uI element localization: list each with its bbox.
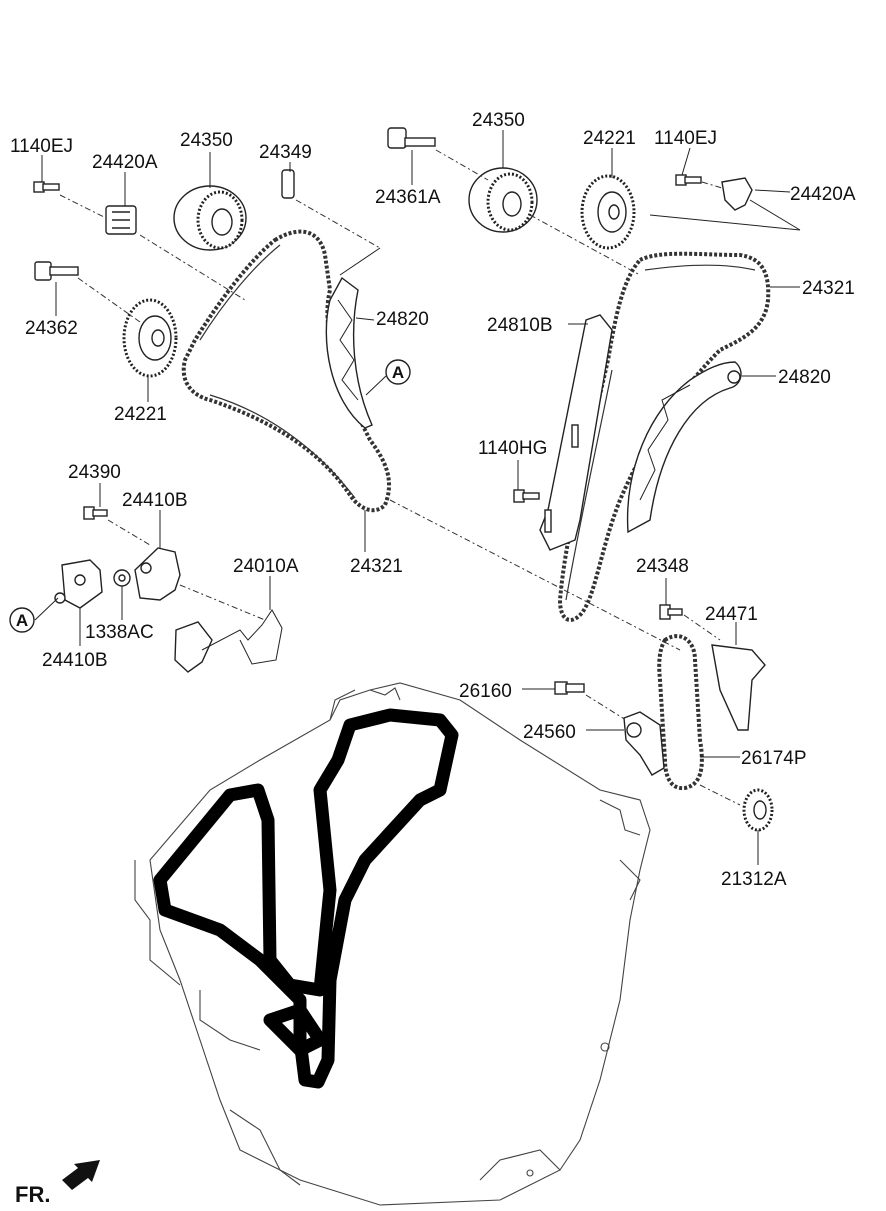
bolt-1140EJ-right: [675, 174, 723, 189]
oil-pump-sprocket-21312A: [742, 788, 774, 832]
tensioner-arm-24820-right: [626, 361, 742, 534]
label-24321-right: 24321: [802, 278, 855, 299]
engine-timing-outline: [153, 708, 459, 1089]
callout-a-left: A: [9, 607, 35, 633]
chain-guide-24810B: [539, 314, 613, 551]
chain-tensioner-24471: [711, 644, 766, 731]
label-24810B: 24810B: [487, 315, 553, 336]
label-1140HG: 1140HG: [478, 438, 547, 459]
cam-sprocket-24350-left: [173, 185, 247, 251]
front-orientation: FR.: [15, 1160, 100, 1207]
nut-1338AC: [113, 569, 131, 587]
label-26174P: 26174P: [741, 748, 807, 769]
bolt-24361A: [387, 127, 641, 276]
label-24361A: 24361A: [375, 187, 441, 208]
label-24560: 24560: [523, 722, 576, 743]
label-24420A-left: 24420A: [92, 152, 158, 173]
bolt-26160: [554, 681, 627, 721]
label-1140EJ-right: 1140EJ: [654, 128, 717, 149]
label-26160: 26160: [459, 681, 512, 702]
tensioner-24560: [623, 711, 665, 776]
bolt-24362: [34, 261, 141, 323]
leader-lines: [34, 130, 800, 865]
label-24471: 24471: [705, 604, 758, 625]
callout-a-right: A: [385, 359, 411, 385]
label-24820-right: 24820: [778, 367, 831, 388]
label-24321-left: 24321: [350, 556, 403, 577]
front-label: FR.: [15, 1182, 50, 1207]
label-24390: 24390: [68, 462, 121, 483]
label-24420A-right: 24420A: [790, 184, 856, 205]
pin-24349: [281, 169, 381, 276]
cam-sprocket-24350-right: [468, 167, 538, 233]
tensioner-24410B-upper: [83, 506, 266, 621]
oil-pump-chain: [657, 634, 704, 791]
label-24410B-bottom: 24410B: [42, 650, 108, 671]
engine-block: [134, 682, 651, 1206]
label-1338AC: 1338AC: [85, 622, 154, 643]
label-24350-right: 24350: [472, 110, 525, 131]
label-21312A: 21312A: [721, 869, 787, 890]
bolt-1140HG: [513, 489, 540, 503]
label-24820-left: 24820: [376, 309, 429, 330]
sensor-24420A-left: [105, 205, 246, 301]
label-24010A: 24010A: [233, 556, 299, 577]
bolt-24348: [659, 604, 721, 641]
cam-gear-24221-right: [580, 174, 636, 250]
label-24221-left: 24221: [114, 404, 167, 425]
sensor-24420A-right: [649, 177, 801, 231]
left-chain-assembly: [181, 229, 391, 513]
label-24350-left: 24350: [180, 130, 233, 151]
tensioner-24410B-lower: [54, 559, 103, 609]
label-1140EJ-left: 1140EJ: [10, 136, 73, 157]
label-24410B-top: 24410B: [122, 490, 188, 511]
cam-gear-24221-left: [122, 298, 178, 378]
chain-guide-24820-left: [325, 276, 373, 429]
label-24362: 24362: [25, 318, 78, 339]
front-arrow-icon: [62, 1160, 100, 1190]
part-labels: 1140EJ 24420A 24350 24349 24350 24221 11…: [10, 110, 856, 890]
bolt-1140EJ-left: [33, 181, 107, 219]
callout-a-left-text: A: [16, 611, 28, 630]
timing-chain-left: [181, 229, 391, 513]
callout-a-right-text: A: [392, 363, 404, 382]
label-24349: 24349: [259, 142, 312, 163]
label-24221-right: 24221: [583, 128, 636, 149]
gasket-24010A: [174, 609, 283, 673]
label-24348: 24348: [636, 556, 689, 577]
